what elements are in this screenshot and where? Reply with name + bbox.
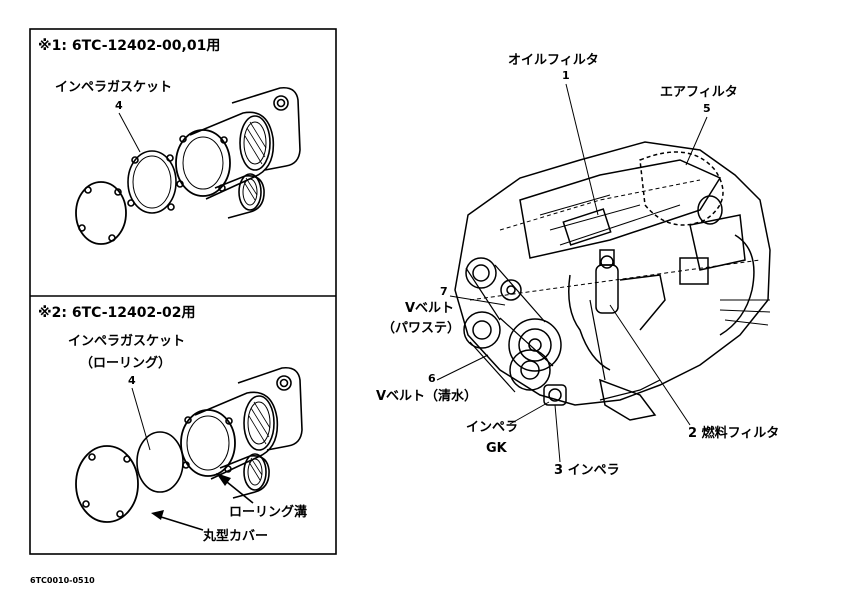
bottom-gasket-sub: （ローリング） — [80, 355, 171, 371]
bottom-gasket-leader — [131, 387, 151, 451]
oil-filter-leader — [565, 83, 599, 216]
fuel-filter-leader — [609, 304, 691, 426]
oil-filter-number: 1 — [562, 69, 570, 82]
top-gasket-label: インペラガスケット — [55, 80, 172, 95]
bottom-panel-heading: ※2: 6TC-12402-02用 — [38, 305, 196, 321]
air-filter-number: 5 — [703, 102, 711, 115]
impeller-label: 3 インペラ — [554, 463, 620, 478]
vbelt-ps-number: 7 — [440, 285, 448, 298]
top-gasket-number: 4 — [115, 99, 123, 112]
vbelt-water-label: Vベルト（清水） — [376, 388, 477, 404]
top-gasket-leader — [118, 112, 141, 153]
top-pump-illustration — [75, 86, 301, 245]
bottom-pump-illustration — [75, 366, 303, 523]
air-filter-label: エアフィルタ — [660, 85, 738, 100]
top-panel-heading: ※1: 6TC-12402-00,01用 — [38, 38, 220, 54]
fuel-filter-label: 2 燃料フィルタ — [688, 425, 779, 441]
impeller-gk-sub: GK — [486, 441, 508, 456]
cover-arrow-head — [151, 510, 164, 520]
air-filter-leader — [685, 116, 708, 166]
impeller-gk-label: インペラ — [466, 420, 518, 435]
vbelt-ps-label: Vベルト — [405, 301, 454, 316]
engine-illustration — [454, 141, 771, 421]
vbelt-water-leader — [436, 354, 489, 381]
cover-arrow — [157, 515, 204, 531]
vbelt-water-number: 6 — [428, 372, 436, 385]
vbelt-ps-sub: （パワステ） — [382, 320, 460, 336]
impeller-leader — [554, 404, 561, 463]
vbelt-ps-leader — [449, 295, 506, 306]
groove-label: ローリング溝 — [229, 504, 307, 520]
cover-label: 丸型カバー — [202, 528, 268, 544]
oil-filter-label: オイルフィルタ — [508, 53, 599, 68]
bottom-gasket-number: 4 — [128, 374, 136, 387]
left-panel-frame — [29, 28, 337, 555]
groove-arrow-head — [216, 473, 231, 486]
figure-code: 6TC0010-0510 — [30, 576, 95, 585]
impeller-gk-leader — [509, 401, 550, 425]
bottom-gasket-label: インペラガスケット — [68, 334, 185, 349]
